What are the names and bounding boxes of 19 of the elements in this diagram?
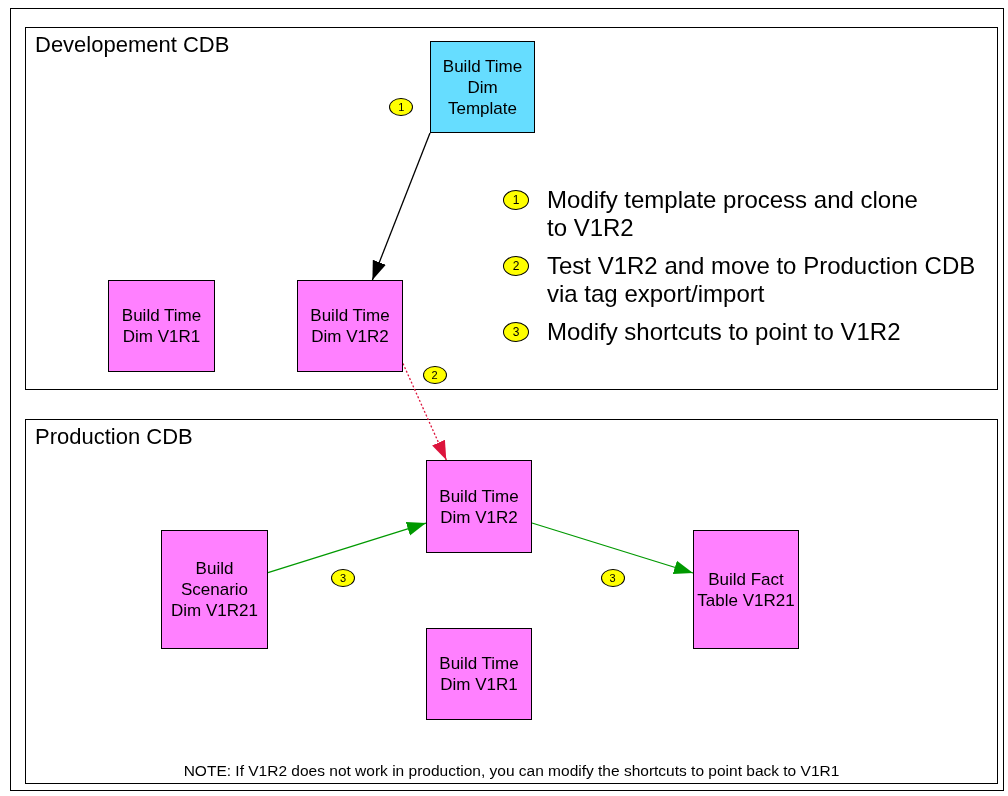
process-box: Build Scenario Dim V1R21	[161, 530, 268, 649]
step-note: Modify shortcuts to point to V1R2	[547, 318, 902, 346]
group-panel	[25, 27, 998, 390]
arrow	[531, 522, 694, 575]
group-title: Developement CDB	[35, 32, 230, 58]
process-box: Build Fact Table V1R21	[693, 530, 799, 649]
process-box: Build Time Dim Template	[430, 41, 535, 133]
arrow	[371, 132, 431, 281]
footnote: NOTE: If V1R2 does not work in production, you can modify the shortcuts to point back to V1R1	[182, 762, 841, 780]
step-note: Test V1R2 and move to Production CDB via tag export/import	[547, 252, 977, 308]
group-title: Production CDB	[35, 424, 193, 450]
arrow	[402, 362, 447, 461]
process-box: Build Time Dim V1R2	[426, 460, 532, 553]
process-box: Build Time Dim V1R1	[108, 280, 215, 372]
step-note: Modify template process and clone to V1R2	[547, 186, 919, 242]
arrow	[267, 522, 427, 574]
group-panel	[25, 419, 998, 784]
process-box: Build Time Dim V1R1	[426, 628, 532, 720]
process-box: Build Time Dim V1R2	[297, 280, 403, 372]
